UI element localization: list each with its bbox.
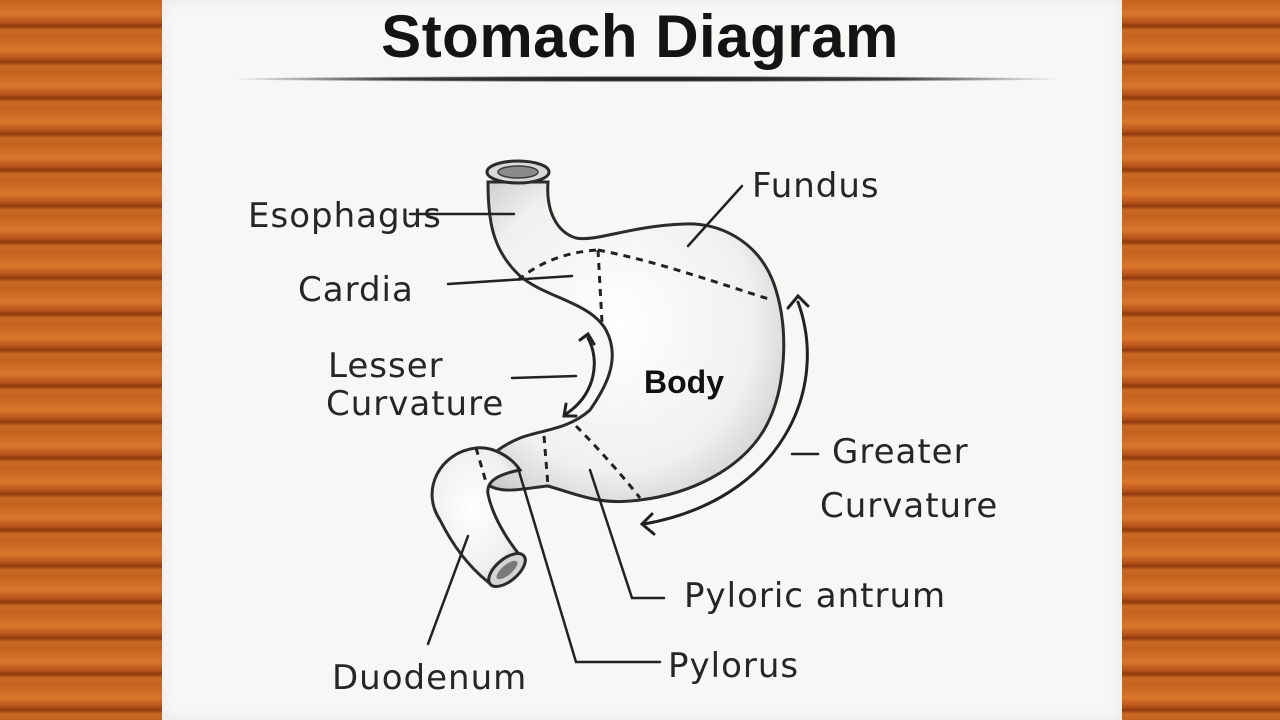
- fundus-boundary-line: [597, 248, 773, 302]
- antrum-boundary-line: [574, 424, 642, 499]
- label-greater-curvature-line2: Curvature: [820, 486, 999, 526]
- label-fundus: Fundus: [752, 166, 880, 206]
- wood-background-left: [0, 0, 162, 720]
- label-pylorus: Pylorus: [668, 646, 800, 686]
- label-body: Body: [644, 364, 724, 400]
- pylorus-boundary-line-2: [474, 447, 488, 483]
- title-underline: [236, 76, 1056, 82]
- label-cardia: Cardia: [298, 270, 414, 310]
- greater-curvature-arrow: [642, 300, 809, 526]
- label-esophagus: Esophagus: [248, 196, 442, 236]
- pyloric-antrum-leader: [588, 468, 666, 600]
- label-lesser-curvature-line1: Lesser: [328, 346, 444, 386]
- label-lesser-curvature-line2: Curvature: [326, 384, 505, 424]
- cardia-boundary-line: [517, 248, 599, 282]
- pylorus-boundary-line-1: [542, 435, 550, 487]
- duodenum-leader: [426, 534, 470, 646]
- stomach-outline: [479, 180, 786, 504]
- wood-background-right: [1122, 0, 1280, 720]
- lesser-curvature-leader: [510, 374, 578, 380]
- label-duodenum: Duodenum: [332, 658, 528, 698]
- page-title: Stomach Diagram: [381, 3, 899, 70]
- pylorus-leader: [516, 466, 662, 664]
- label-pyloric-antrum: Pyloric antrum: [684, 576, 947, 616]
- duodenum-outline: [430, 446, 527, 584]
- cardia-leader: [446, 274, 574, 286]
- lesser-curvature-arrow: [564, 336, 596, 416]
- fundus-leader: [686, 184, 744, 248]
- label-greater-curvature-line1: Greater: [832, 432, 969, 472]
